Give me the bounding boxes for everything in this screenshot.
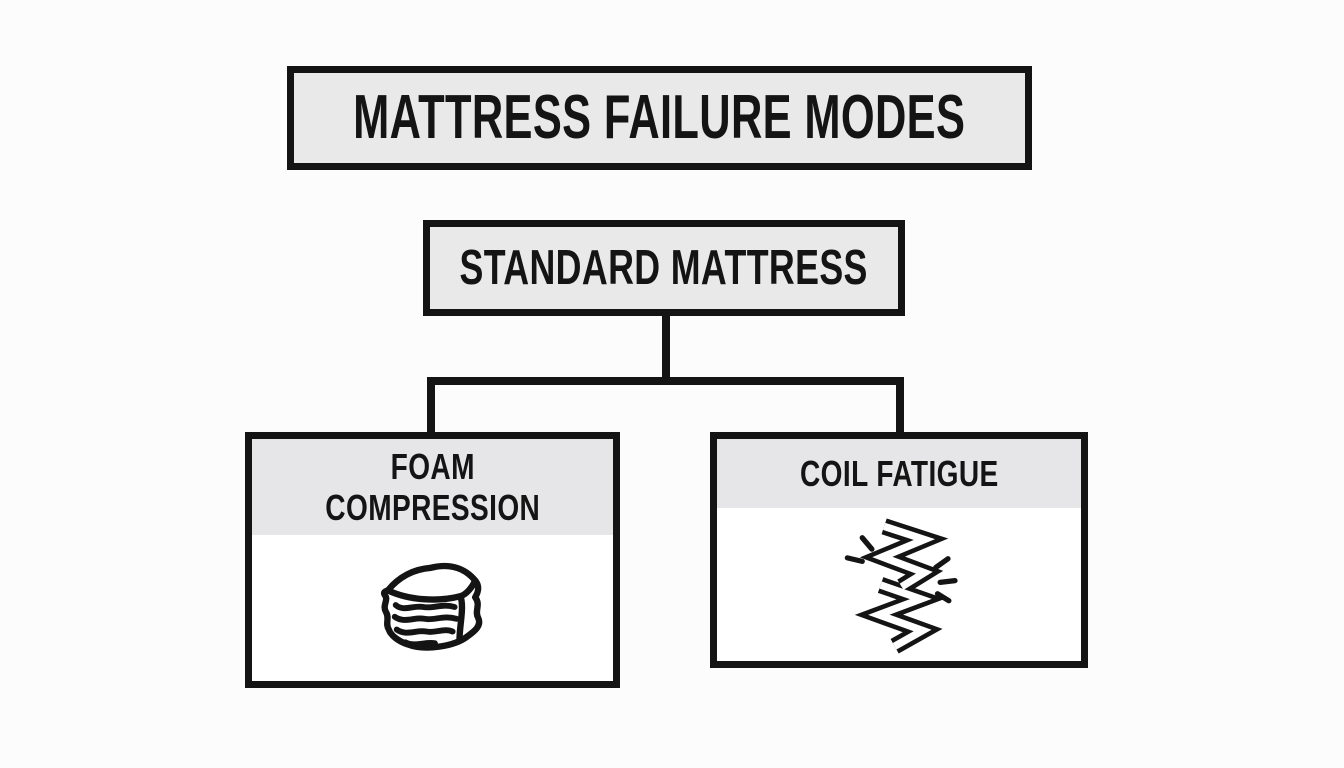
leaf-body-coil-fatigue: [717, 508, 1081, 661]
root-label: STANDARD MATTRESS: [459, 240, 869, 295]
connector-drop-left: [427, 377, 435, 435]
leaf-header-foam-compression: FOAM COMPRESSION: [252, 439, 613, 535]
foam-compression-icon: [364, 556, 502, 660]
connector-crossbar: [427, 377, 904, 385]
root-node: STANDARD MATTRESS: [423, 220, 905, 316]
leaf-header-coil-fatigue: COIL FATIGUE: [717, 439, 1081, 508]
connector-drop-right: [896, 377, 904, 435]
coil-fatigue-icon: [828, 515, 970, 655]
title-node: MATTRESS FAILURE MODES: [287, 66, 1032, 170]
title-label: MATTRESS FAILURE MODES: [353, 83, 966, 153]
leaf-label-coil-fatigue: COIL FATIGUE: [799, 453, 999, 494]
leaf-node-foam-compression: FOAM COMPRESSION: [245, 432, 620, 688]
connector-stem: [662, 314, 670, 385]
leaf-body-foam-compression: [252, 535, 613, 681]
leaf-node-coil-fatigue: COIL FATIGUE: [710, 432, 1088, 668]
leaf-label-foam-compression: FOAM COMPRESSION: [325, 446, 540, 528]
